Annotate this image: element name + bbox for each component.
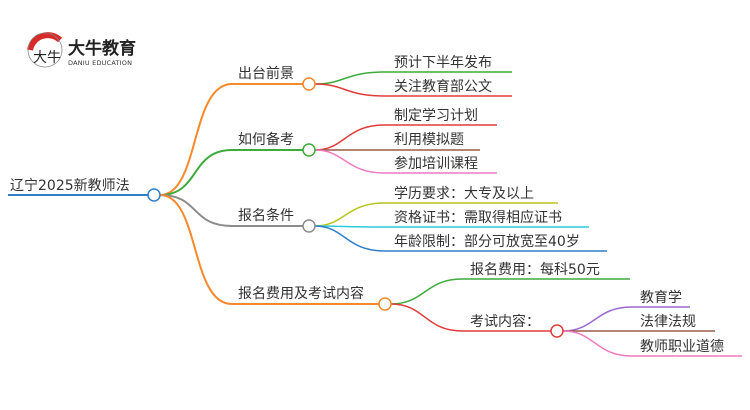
- branch-1-toggle[interactable]: [302, 77, 316, 91]
- root-node[interactable]: 辽宁2025新教师法: [10, 177, 130, 194]
- branch-2-toggle[interactable]: [302, 143, 316, 157]
- leaf-label[interactable]: 教育学: [640, 290, 682, 306]
- subbranch-label[interactable]: 考试内容：: [470, 313, 540, 330]
- leaf-label[interactable]: 参加培训课程: [394, 155, 478, 172]
- leaf-label[interactable]: 学历要求：大专及以上: [394, 186, 534, 202]
- logo-subtitle: DANIU EDUCATION: [68, 59, 132, 67]
- root-collapse-toggle[interactable]: [147, 188, 161, 202]
- leaf-label[interactable]: 教师职业道德: [640, 339, 724, 355]
- logo-mark: 大牛: [33, 50, 61, 66]
- leaf-label[interactable]: 利用模拟题: [394, 132, 464, 148]
- leaf-label[interactable]: 报名费用：每科50元: [470, 262, 600, 278]
- branch-4-label[interactable]: 报名费用及考试内容: [238, 285, 364, 302]
- branch-4-toggle[interactable]: [378, 297, 392, 311]
- leaf-label[interactable]: 年龄限制：部分可放宽至40岁: [394, 233, 580, 250]
- leaf-label[interactable]: 预计下半年发布: [394, 55, 492, 71]
- branch-1-label[interactable]: 出台前景: [238, 65, 294, 82]
- branch-2-label[interactable]: 如何备考: [238, 131, 294, 148]
- leaf-label[interactable]: 资格证书：需取得相应证书: [394, 209, 562, 226]
- subbranch-toggle[interactable]: [550, 324, 564, 338]
- logo-name: 大牛教育: [68, 38, 136, 59]
- leaf-label[interactable]: 关注教育部公文: [394, 79, 492, 95]
- branch-3-toggle[interactable]: [302, 219, 316, 233]
- leaf-label[interactable]: 法律法规: [640, 314, 696, 330]
- leaf-label[interactable]: 制定学习计划: [394, 108, 478, 124]
- logo: 大牛 大牛教育 DANIU EDUCATION: [27, 32, 136, 68]
- branch-3-label[interactable]: 报名条件: [238, 207, 294, 224]
